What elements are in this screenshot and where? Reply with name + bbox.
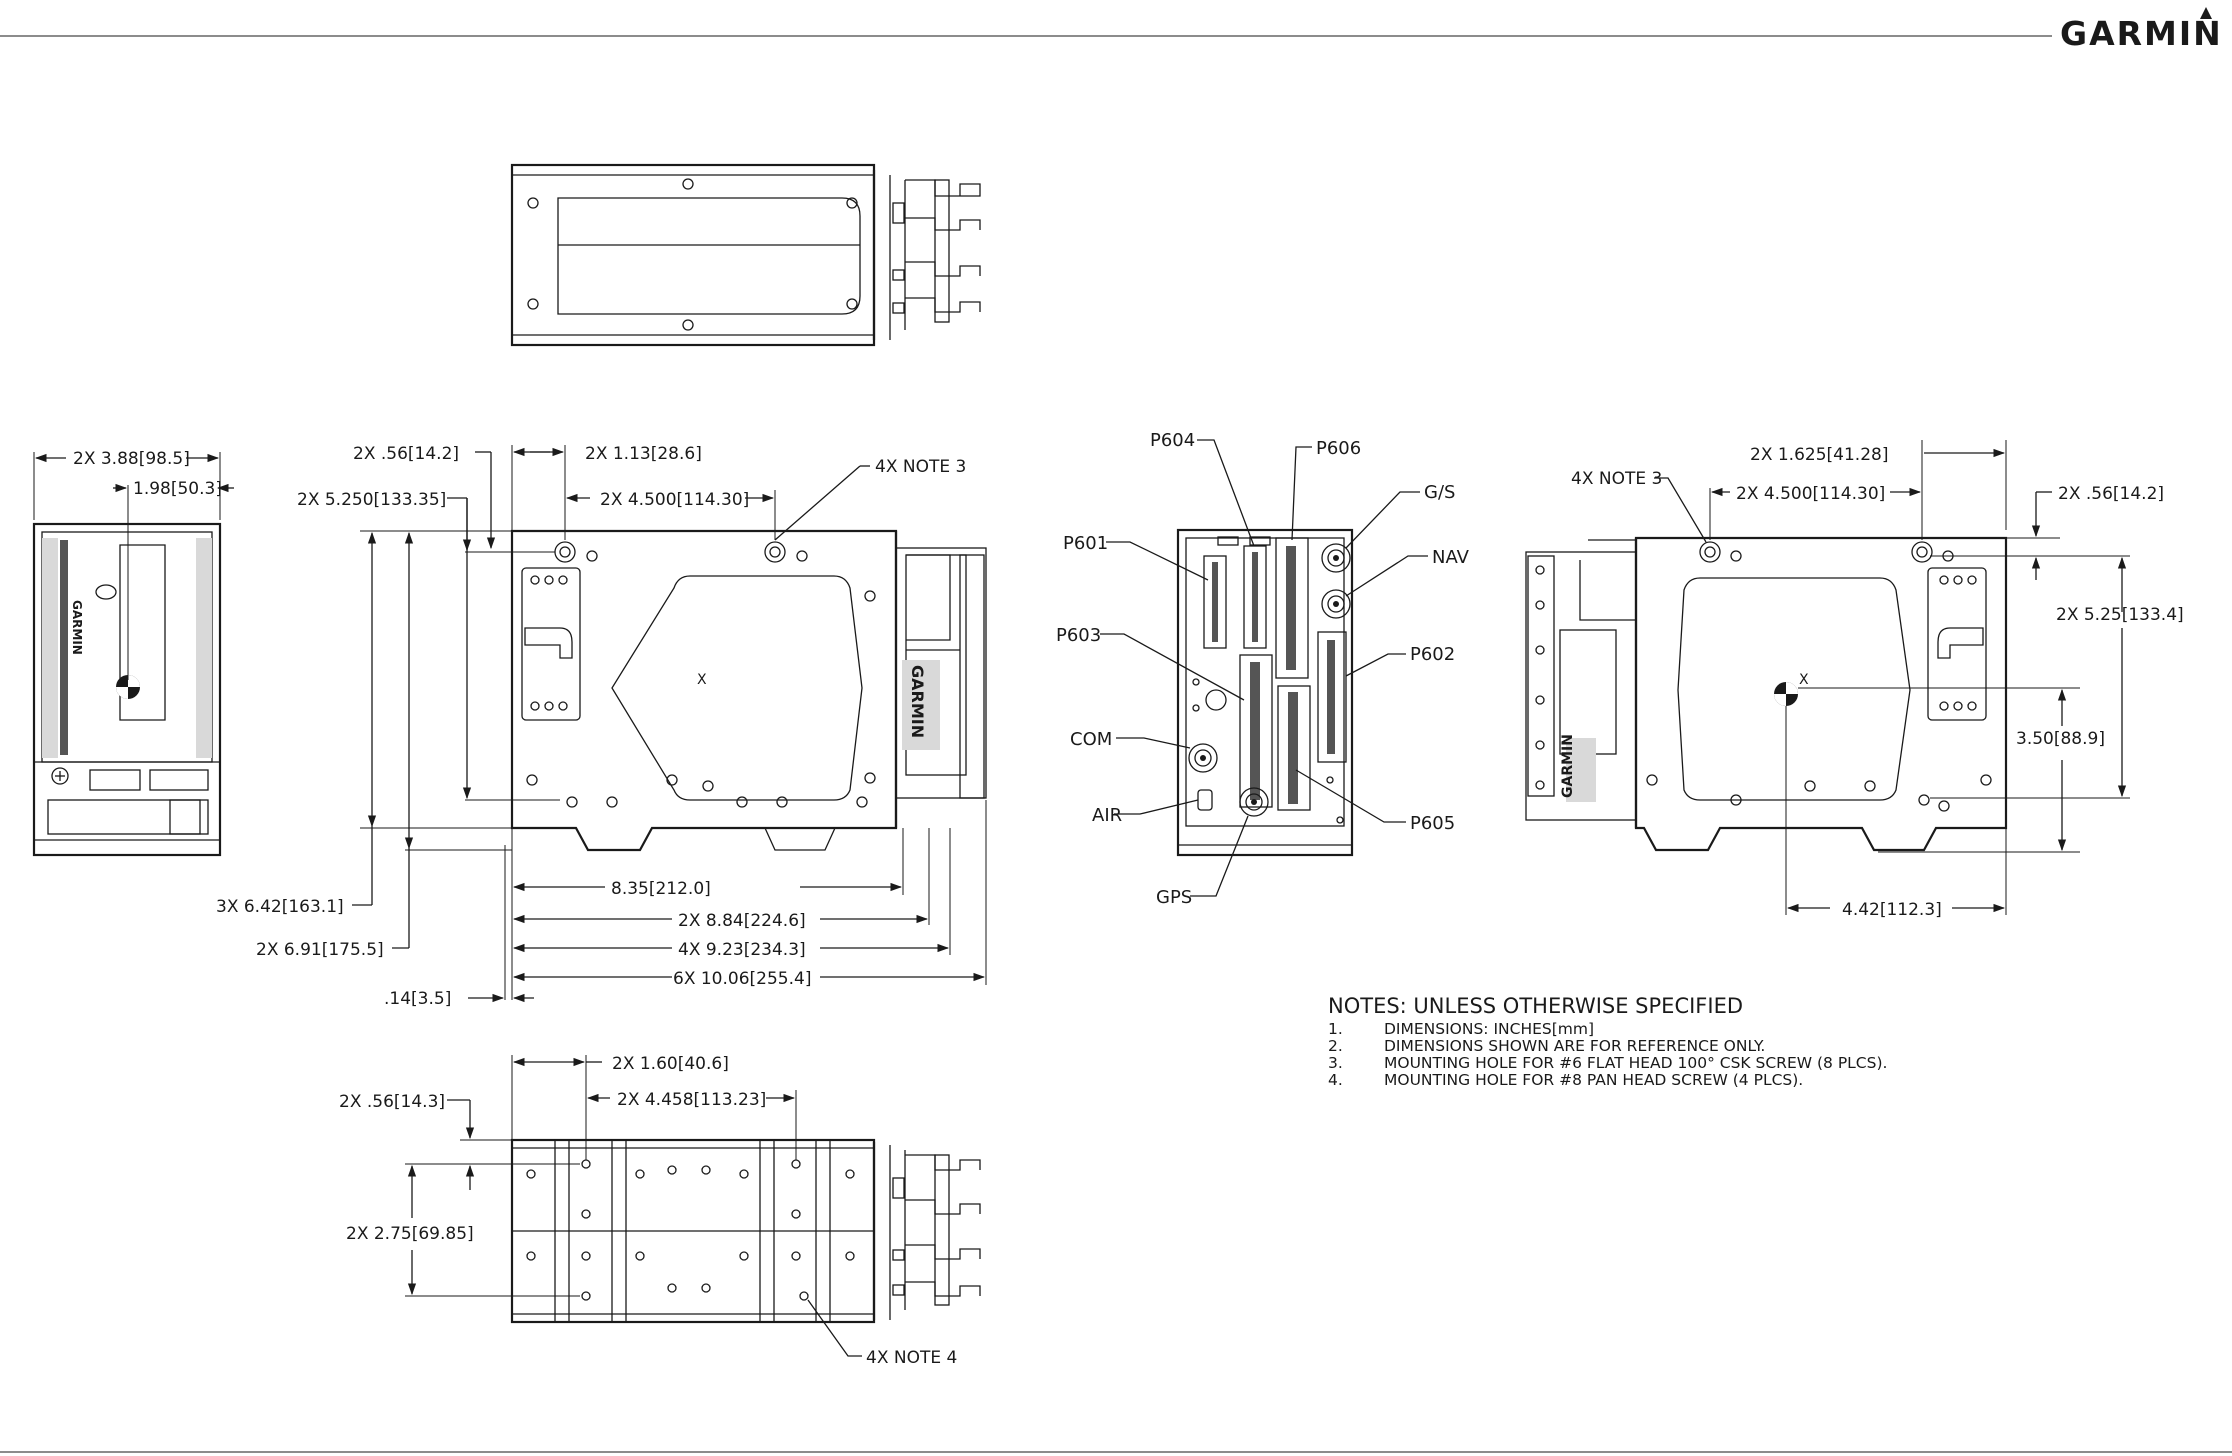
note-2-num: 2. [1328, 1037, 1343, 1055]
front-left-view: GARMIN X [216, 444, 987, 1009]
right-center-mark: X [1799, 672, 1809, 688]
right-dim-525: 2X 5.25[133.4] [2056, 605, 2184, 625]
note-1-num: 1. [1328, 1020, 1343, 1038]
garmin-logo: GARMIN [2060, 7, 2223, 53]
front-center-mark: X [697, 672, 707, 688]
right-dim-4500: 2X 4.500[114.30] [1736, 484, 1885, 504]
bottom-dim-056: 2X .56[14.3] [339, 1092, 445, 1112]
front-dim-691: 2X 6.91[175.5] [256, 940, 384, 960]
connector-p601 [1203, 555, 1227, 649]
note-2-text: DIMENSIONS SHOWN ARE FOR REFERENCE ONLY. [1384, 1037, 1765, 1055]
front-dim-1006: 6X 10.06[255.4] [673, 969, 811, 989]
bottom-view: 2X 1.60[40.6] 2X 4.458[113.23] 2X .56[14… [339, 1054, 981, 1368]
label-p601: P601 [1063, 533, 1108, 554]
label-gps: GPS [1156, 887, 1192, 908]
right-view-body [1634, 536, 2008, 852]
connector-nav [1321, 589, 1351, 619]
front-note-3: 4X NOTE 3 [875, 457, 966, 477]
right-dim-442: 4.42[112.3] [1842, 900, 1942, 920]
right-dim-056: 2X .56[14.2] [2058, 484, 2164, 504]
notes-title: NOTES: UNLESS OTHERWISE SPECIFIED [1328, 994, 1743, 1018]
right-view: GARMIN X 4X NOTE 3 [1525, 440, 2184, 920]
garmin-logo-text: GARMIN [2060, 14, 2223, 53]
right-view-logo: GARMIN [1560, 734, 1576, 798]
right-dim-1625: 2X 1.625[41.28] [1750, 445, 1888, 465]
side-dim-cg: 1.98[50.3] [133, 479, 222, 499]
bottom-dim-160: 2X 1.60[40.6] [612, 1054, 729, 1074]
connector-p605 [1277, 685, 1311, 811]
right-dim-350: 3.50[88.9] [2016, 729, 2105, 749]
label-nav: NAV [1432, 547, 1470, 568]
label-p605: P605 [1410, 813, 1455, 834]
top-view-body [510, 163, 876, 347]
front-view-body [510, 529, 898, 852]
note-3-num: 3. [1328, 1054, 1343, 1072]
front-dim-113: 2X 1.13[28.6] [585, 444, 702, 464]
connector-air [1197, 789, 1213, 811]
garmin-triangle-icon [2200, 7, 2212, 19]
bottom-dim-4458: 2X 4.458[113.23] [617, 1090, 766, 1110]
mount-hole-csk [554, 541, 576, 563]
side-view: GARMIN 2X 3.88[98.5] 1.98[50.3] [32, 449, 234, 857]
mount-hole-csk [764, 541, 786, 563]
side-dim-width: 2X 3.88[98.5] [73, 449, 190, 469]
connector-p602 [1317, 631, 1347, 763]
front-view-window [611, 575, 863, 801]
label-p606: P606 [1316, 438, 1361, 459]
connector-gs [1321, 543, 1351, 573]
label-gs: G/S [1424, 482, 1455, 503]
right-mounting-plate [1927, 567, 1987, 721]
label-air: AIR [1092, 805, 1122, 826]
bottom-dim-275: 2X 2.75[69.85] [346, 1224, 474, 1244]
front-dim-884: 2X 8.84[224.6] [678, 911, 806, 931]
top-view-connectors [905, 179, 981, 323]
title-frame: GARMIN [0, 7, 2232, 1453]
side-view-body [32, 522, 222, 857]
left-mounting-plate [521, 567, 581, 721]
connector-com [1188, 743, 1218, 773]
front-view-logo: GARMIN [908, 665, 927, 738]
note-4-text: MOUNTING HOLE FOR #8 PAN HEAD SCREW (4 P… [1384, 1071, 1803, 1089]
label-p602: P602 [1410, 644, 1455, 665]
top-view [510, 163, 981, 347]
front-dim-4500: 2X 4.500[114.30] [600, 490, 749, 510]
front-dim-642: 3X 6.42[163.1] [216, 897, 344, 917]
top-view-window [557, 197, 861, 315]
right-note-3: 4X NOTE 3 [1571, 469, 1662, 489]
front-dim-5250: 2X 5.250[133.35] [297, 490, 446, 510]
label-p604: P604 [1150, 430, 1195, 451]
note-1-text: DIMENSIONS: INCHES[mm] [1384, 1020, 1594, 1038]
connector-p604 [1243, 545, 1267, 649]
notes-block: NOTES: UNLESS OTHERWISE SPECIFIED 1. DIM… [1328, 994, 1887, 1089]
front-dim-835: 8.35[212.0] [611, 879, 711, 899]
bottom-view-connectors [905, 1154, 981, 1306]
note-4-num: 4. [1328, 1071, 1343, 1089]
connector-gps [1239, 787, 1269, 817]
front-dim-923: 4X 9.23[234.3] [678, 940, 806, 960]
note-3-text: MOUNTING HOLE FOR #6 FLAT HEAD 100° CSK … [1384, 1054, 1887, 1072]
front-dim-014: .14[3.5] [384, 989, 451, 1009]
bottom-note-4: 4X NOTE 4 [866, 1348, 957, 1368]
connector-view: P604 P606 G/S NAV P601 P603 P602 COM AIR… [1056, 430, 1470, 908]
connector-view-body [1176, 528, 1354, 857]
connector-p603 [1239, 654, 1273, 808]
side-view-logo: GARMIN [70, 600, 84, 655]
front-dim-056: 2X .56[14.2] [353, 444, 459, 464]
label-com: COM [1070, 729, 1112, 750]
right-view-window [1677, 577, 1911, 801]
label-p603: P603 [1056, 625, 1101, 646]
